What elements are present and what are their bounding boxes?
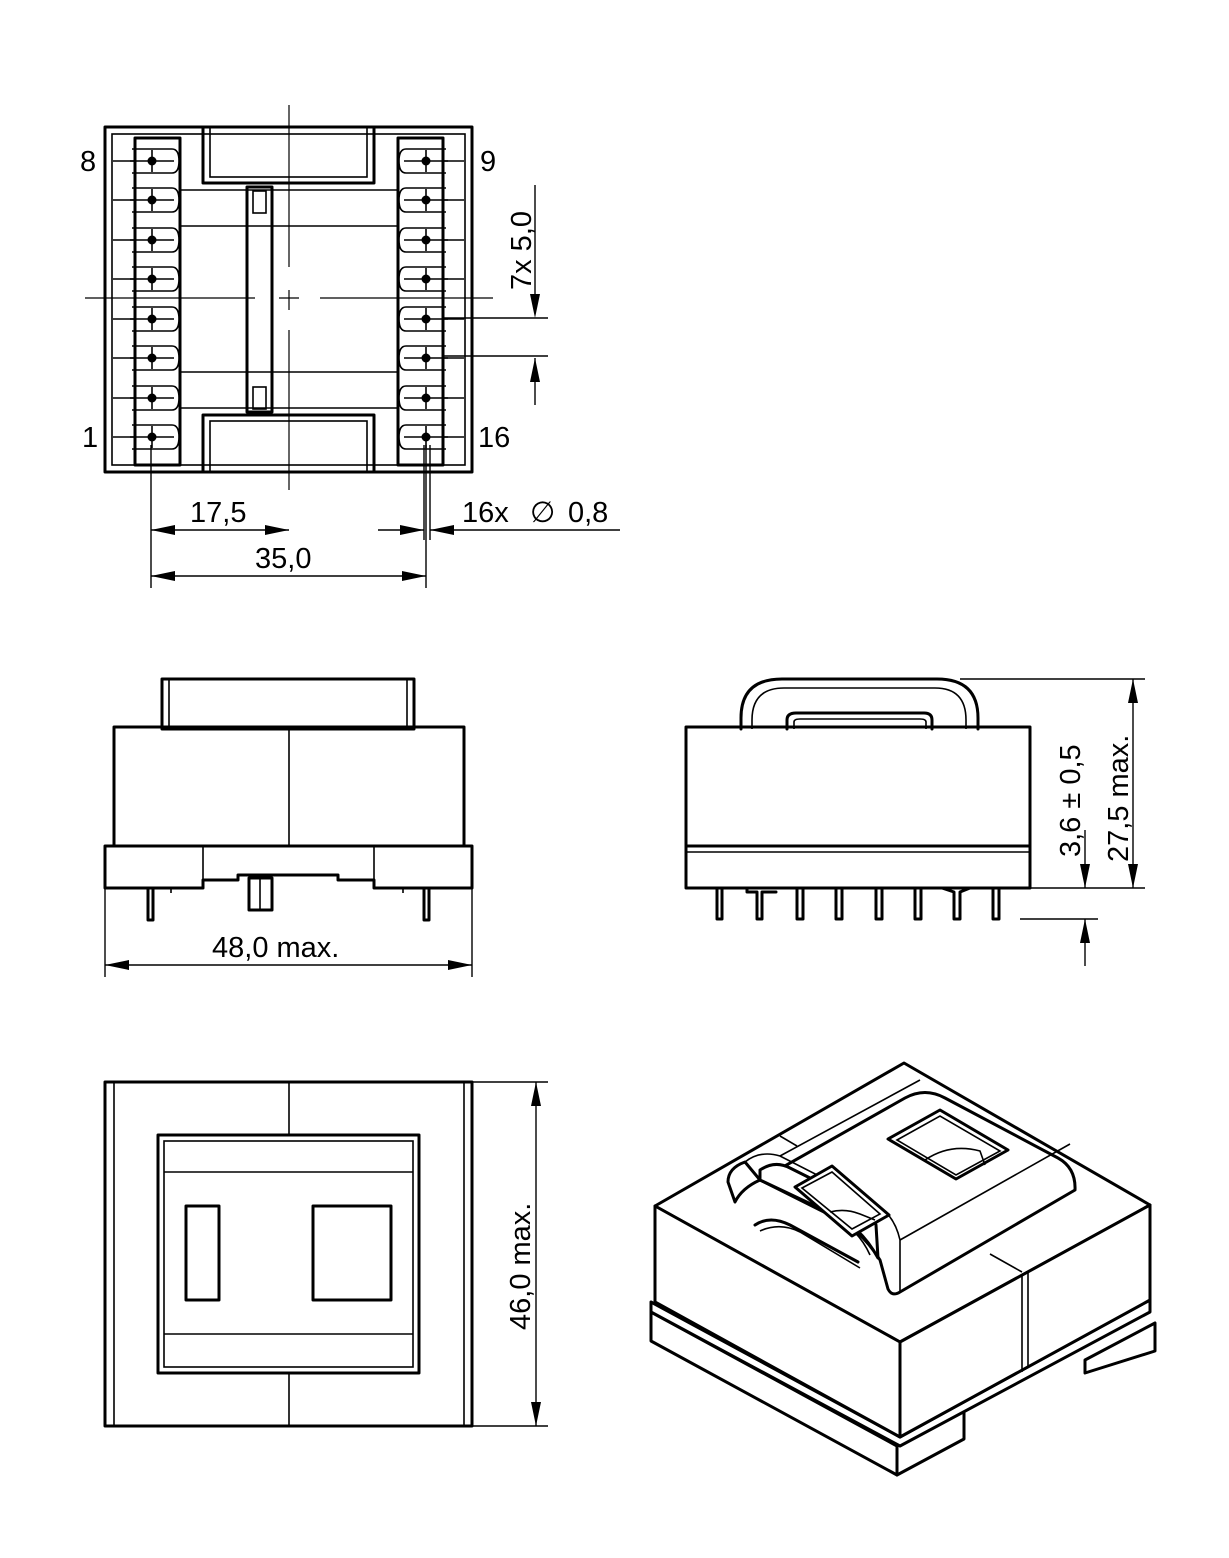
- front-view: [103, 677, 474, 922]
- width-dimension: [104, 888, 473, 977]
- isometric-view: [649, 1061, 1157, 1477]
- pin-label-16: 16: [478, 422, 510, 454]
- side-view: [684, 677, 1032, 921]
- diameter-symbol: ∅: [530, 497, 555, 529]
- pin-label-9: 9: [480, 146, 496, 178]
- pin-length-label: 3,6 ± 0,5: [1055, 744, 1087, 857]
- pin-label-8: 8: [80, 146, 96, 178]
- pin-diameter-value: 0,8: [568, 497, 608, 529]
- bottom-view: [103, 1080, 474, 1428]
- half-span-label: 17,5: [190, 497, 246, 529]
- height-dimensions: [960, 678, 1145, 966]
- pin-diameter-count: 16x: [462, 497, 509, 529]
- width-max-label: 48,0 max.: [212, 932, 339, 964]
- pitch-dimension: [443, 185, 548, 405]
- depth-dimension: [472, 1081, 548, 1427]
- pin-label-1: 1: [82, 422, 98, 454]
- pin-diameter-dimension: [378, 445, 620, 540]
- height-max-label: 27,5 max.: [1103, 735, 1135, 862]
- span-dimensions: [150, 445, 427, 588]
- top-view: [85, 105, 493, 490]
- depth-max-label: 46,0 max.: [505, 1203, 537, 1330]
- pitch-label: 7x 5,0: [506, 211, 538, 290]
- span-label: 35,0: [255, 543, 311, 575]
